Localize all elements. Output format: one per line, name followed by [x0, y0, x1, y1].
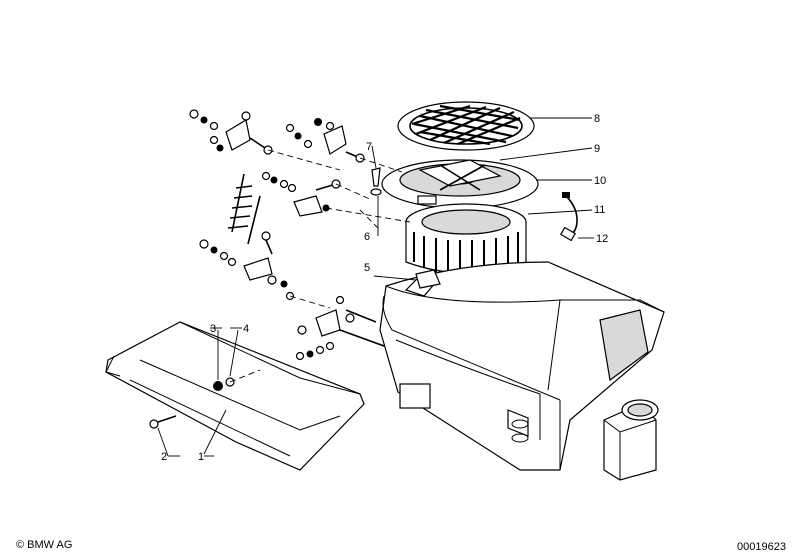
wiring-lead — [559, 192, 578, 242]
callout-11: 11 — [594, 204, 605, 216]
callout-8: 8 — [594, 113, 600, 125]
document-number: 00019623 — [737, 541, 786, 553]
blower-housing — [379, 261, 665, 481]
callout-leaders — [157, 117, 594, 457]
callout-3: 3 — [210, 323, 216, 335]
linkage-hardware — [189, 109, 441, 383]
callout-1: 1 — [198, 451, 204, 463]
grille-cover — [397, 101, 535, 151]
callout-12: 12 — [596, 233, 608, 245]
callout-2: 2 — [161, 451, 167, 463]
callout-numbers: 1 2 3 4 5 6 7 8 9 10 11 12 — [161, 113, 608, 463]
callout-6: 6 — [364, 231, 370, 243]
screw — [149, 415, 177, 429]
callout-9: 9 — [594, 143, 600, 155]
cover-plate — [105, 321, 365, 471]
copyright-notice: © BMW AG — [16, 539, 73, 551]
callout-7: 7 — [366, 141, 372, 153]
callout-4: 4 — [243, 323, 249, 335]
callout-10: 10 — [594, 175, 606, 187]
callout-5: 5 — [364, 262, 370, 274]
fan-shroud-ring — [381, 159, 539, 209]
